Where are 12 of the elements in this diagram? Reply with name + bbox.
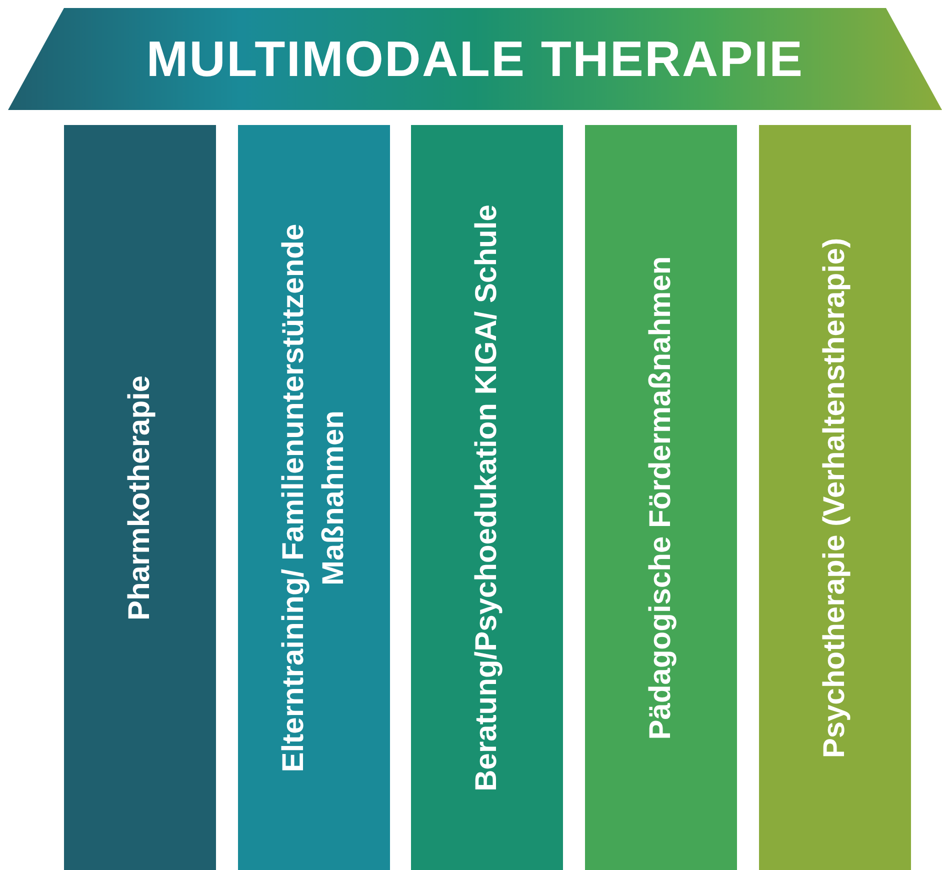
pillar — [411, 125, 563, 870]
pillar — [585, 125, 737, 870]
pillar-label: Psychotherapie (Verhaltenstherapie) — [817, 237, 852, 758]
pillar-label: Pharmkotherapie — [122, 374, 157, 620]
banner-title: MULTIMODALE THERAPIE — [146, 34, 804, 84]
pillar-label: Pädagogische Fördermaßnahmen — [643, 256, 678, 740]
pillar — [238, 125, 390, 870]
pillar-label: Elterntraining/ Familienunterstützende Maßnahmen — [276, 222, 351, 774]
pillar-label: Beratung/Psychoedukation KIGA/ Schule — [469, 204, 504, 791]
pillar — [759, 125, 911, 870]
pillar — [64, 125, 216, 870]
roof-banner — [8, 8, 942, 110]
